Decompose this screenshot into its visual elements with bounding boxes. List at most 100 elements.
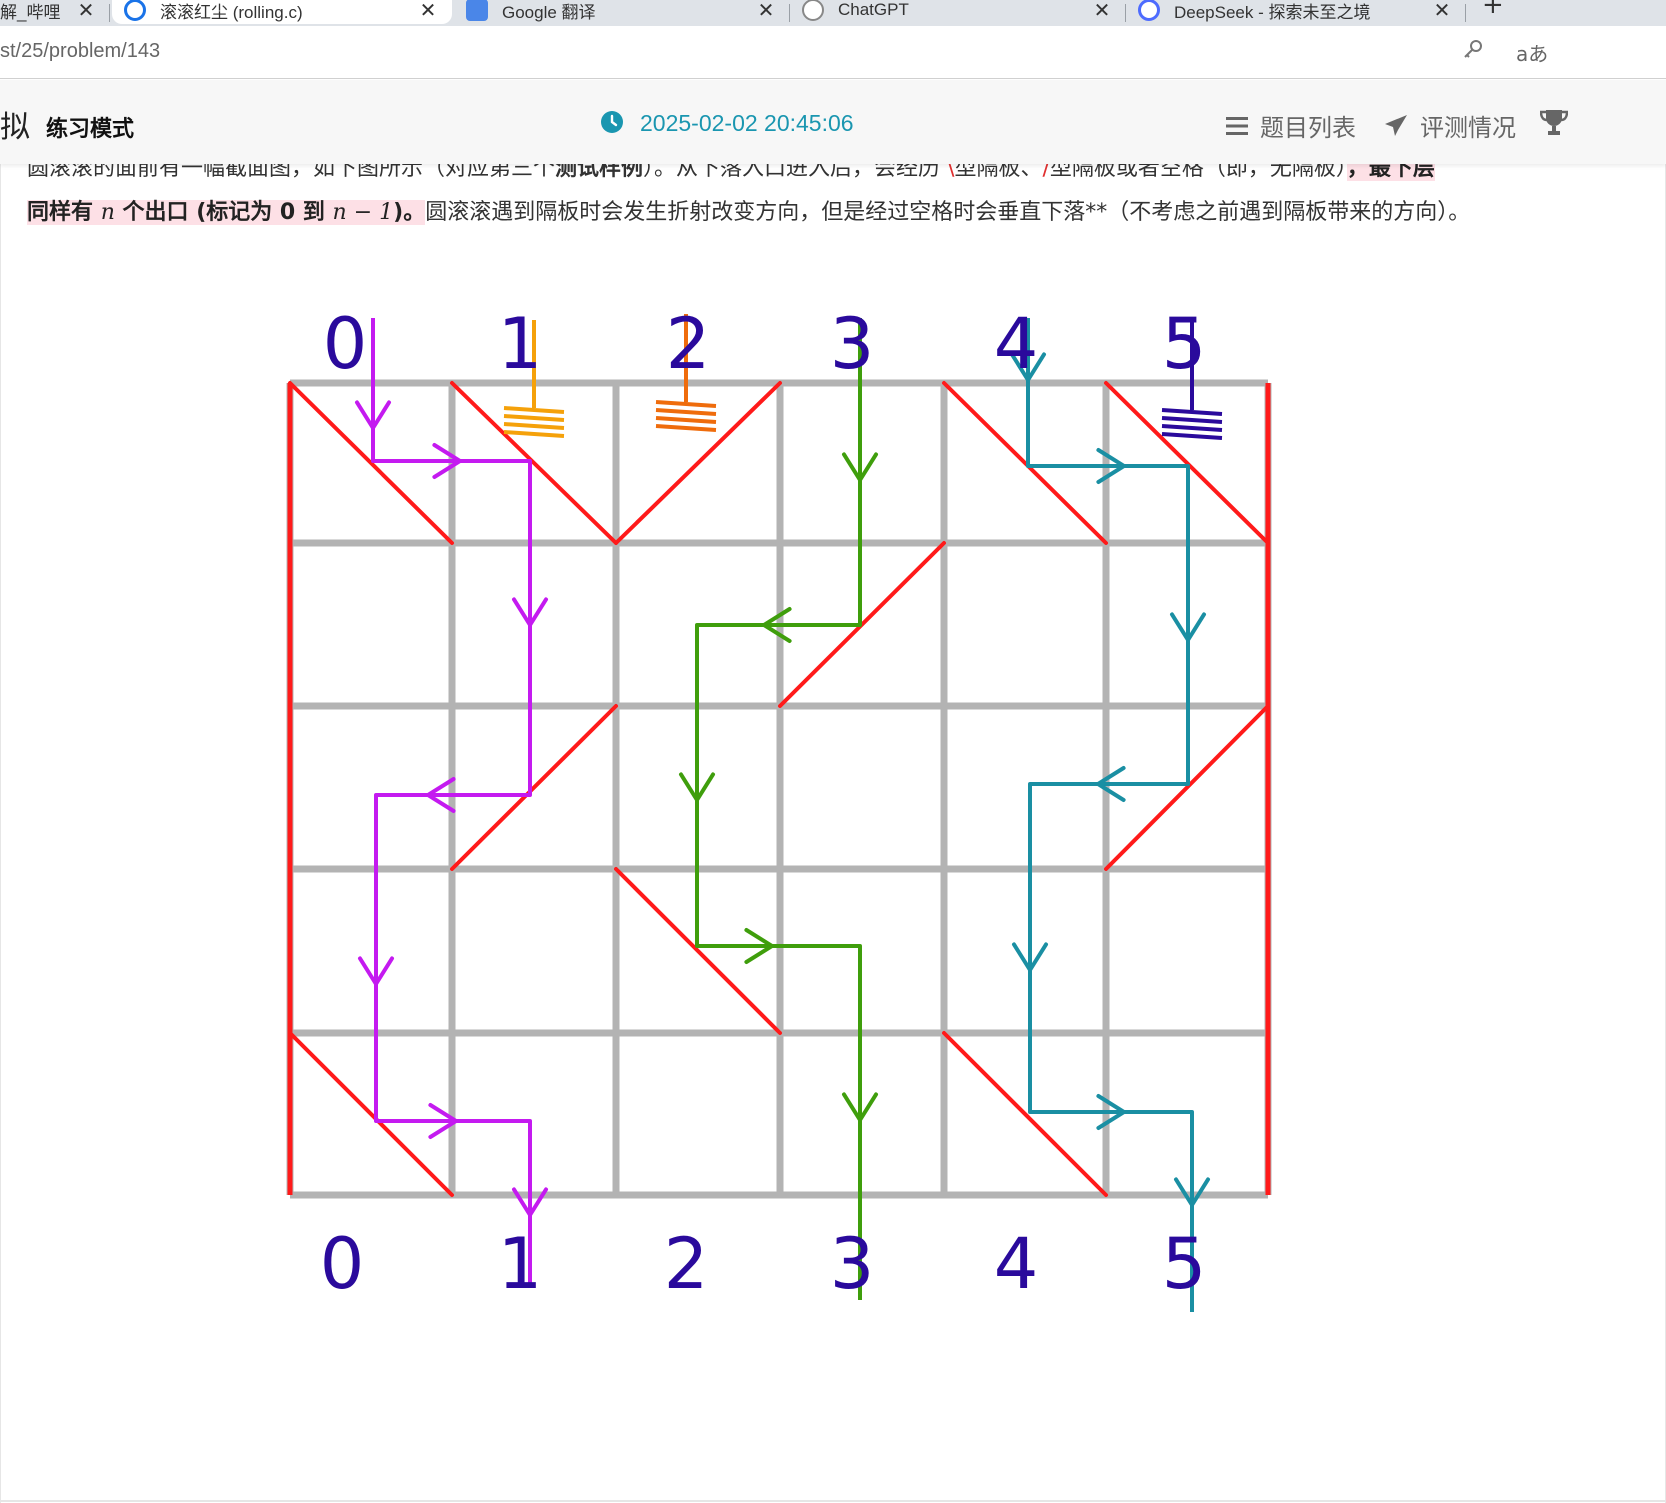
slash-baffle (614, 381, 782, 545)
path-entry-2-blocked (655, 314, 717, 432)
backslash-baffle (1104, 381, 1270, 545)
close-icon[interactable]: ✕ (1093, 0, 1111, 22)
backslash-symbol: \ (947, 156, 955, 181)
arrow-head (1170, 612, 1206, 644)
path-entry-1-blocked (503, 320, 565, 438)
arrow-head (744, 928, 776, 964)
page-bottom-border (0, 1500, 1666, 1502)
baffles (287, 381, 1271, 1197)
reader-mode-icon[interactable]: aあ (1516, 42, 1549, 66)
backslash-baffle (288, 1031, 454, 1197)
exit-label-2: 2 (664, 1223, 709, 1305)
ball-paths (355, 314, 1223, 1312)
close-icon[interactable]: ✕ (419, 0, 437, 22)
tab-title: DeepSeek - 探索未至之境 (1174, 2, 1371, 22)
submissions-button[interactable]: 评测情况 (1384, 108, 1516, 143)
entry-label-2: 2 (666, 303, 711, 385)
exit-labels: 0 1 2 3 4 5 0 1 2 3 4 5 (320, 303, 1207, 1305)
arrow-head (679, 772, 715, 804)
tab-title: 滚滚红尘 (rolling.c) (160, 2, 303, 22)
arrow-head (355, 400, 391, 432)
arrow-head (512, 1187, 548, 1219)
arrow-head (512, 597, 548, 629)
trophy-icon[interactable] (1540, 108, 1568, 136)
tab-separator (789, 4, 790, 22)
problem-list-button[interactable]: 题目列表 (1226, 108, 1356, 143)
arrow-head (842, 452, 878, 484)
highlight-text: 同样有 n 个出口 (标记为 0 到 n − 1)。 (27, 200, 426, 225)
problem-list-label: 题目列表 (1260, 114, 1356, 142)
math-n-minus-1: n − 1 (332, 200, 394, 225)
arrow-head (1096, 448, 1128, 484)
browser-tab-deepseek[interactable]: DeepSeek - 探索未至之境 ✕ (1126, 0, 1466, 24)
practice-mode-label: 练习模式 (46, 117, 135, 142)
close-icon[interactable]: ✕ (77, 0, 95, 22)
new-tab-button[interactable]: + (1482, 0, 1504, 20)
path-entry-3 (695, 318, 862, 1300)
oj-header: 拟 练习模式 2025-02-02 20:45:06 题目列表 评测情况 (0, 80, 1666, 164)
chatgpt-icon (802, 0, 824, 21)
arrow-head (842, 1092, 878, 1124)
slash-baffle (1104, 704, 1270, 871)
exit-label-4: 4 (994, 1223, 1039, 1305)
close-icon[interactable]: ✕ (757, 0, 775, 22)
deepseek-icon (1138, 0, 1160, 21)
exit-label-5: 5 (1162, 1223, 1207, 1305)
exit-label-3: 3 (830, 1223, 875, 1305)
google-translate-icon (466, 0, 488, 21)
browser-tab-google-translate[interactable]: Google 翻译 ✕ (454, 0, 790, 24)
arrow-head (1096, 1094, 1128, 1130)
problem-text-line-2: 同样有 n 个出口 (标记为 0 到 n − 1)。圆滚滚遇到隔板时会发生折射改… (27, 194, 1470, 226)
arrow-head (1012, 942, 1048, 974)
backslash-baffle (614, 867, 782, 1035)
entry-label-5: 5 (1162, 303, 1207, 385)
text-span: 圆滚滚遇到隔板时会发生折射改变方向，但是经过空格时会垂直下落**（不考虑之前遇到… (425, 200, 1471, 225)
arrow-head (1010, 352, 1046, 384)
submissions-label: 评测情况 (1420, 114, 1516, 142)
tab-title: ChatGPT (838, 0, 909, 19)
tab-separator (1125, 4, 1126, 22)
browser-tab-chatgpt[interactable]: ChatGPT ✕ (790, 0, 1126, 24)
address-bar: st/25/problem/143 aあ (0, 26, 1666, 79)
tab-title: Google 翻译 (502, 2, 596, 22)
backslash-baffle (450, 381, 618, 545)
arrow-head (424, 777, 456, 813)
arrow-head (1094, 766, 1126, 802)
entry-label-3: 3 (830, 303, 875, 385)
path-entry-4 (1026, 318, 1194, 1312)
browser-tab-strip: 解_哔哩 ✕ 滚滚红尘 (rolling.c) ✕ Google 翻译 ✕ Ch… (0, 0, 1666, 26)
exit-label-0: 0 (320, 1223, 365, 1305)
slash-symbol: / (1042, 156, 1050, 181)
backslash-baffle (288, 381, 454, 545)
arrow-head (428, 1103, 460, 1139)
oj-logo-icon (124, 0, 146, 21)
entry-label-1: 1 (498, 303, 543, 385)
math-n: n (100, 200, 115, 225)
text-span: )。 (393, 200, 426, 225)
site-logo[interactable]: 拟 (0, 110, 30, 145)
text-span: 同样有 (27, 200, 94, 225)
tab-title: 解_哔哩 (0, 2, 61, 22)
path-entry-5-blocked (1161, 322, 1223, 440)
browser-tab-rolling[interactable]: 滚滚红尘 (rolling.c) ✕ (112, 0, 452, 24)
close-icon[interactable]: ✕ (1433, 0, 1451, 22)
tab-separator (109, 4, 110, 22)
url-field[interactable]: st/25/problem/143 (0, 40, 161, 62)
arrow-head (1174, 1177, 1210, 1209)
slash-baffle (450, 704, 618, 871)
browser-tab-bilibili[interactable]: 解_哔哩 ✕ (0, 0, 110, 24)
key-icon[interactable] (1462, 38, 1484, 66)
entry-label-0: 0 (323, 303, 368, 385)
problem-content: 圆滚滚的面前有一幅截面图，如下图所示（对应第三个测试样例）。从下落入口进入后，会… (0, 156, 1666, 1503)
clock-icon (601, 111, 623, 133)
backslash-baffle (942, 1031, 1108, 1197)
path-entry-0 (371, 318, 532, 1285)
arrow-head (760, 607, 792, 643)
tab-separator (1465, 4, 1466, 22)
arrow-head (358, 956, 394, 988)
list-icon (1226, 116, 1248, 135)
contest-timer: 2025-02-02 20:45:06 (640, 110, 854, 136)
backslash-baffle (942, 381, 1108, 545)
entry-label-4: 4 (994, 303, 1039, 385)
